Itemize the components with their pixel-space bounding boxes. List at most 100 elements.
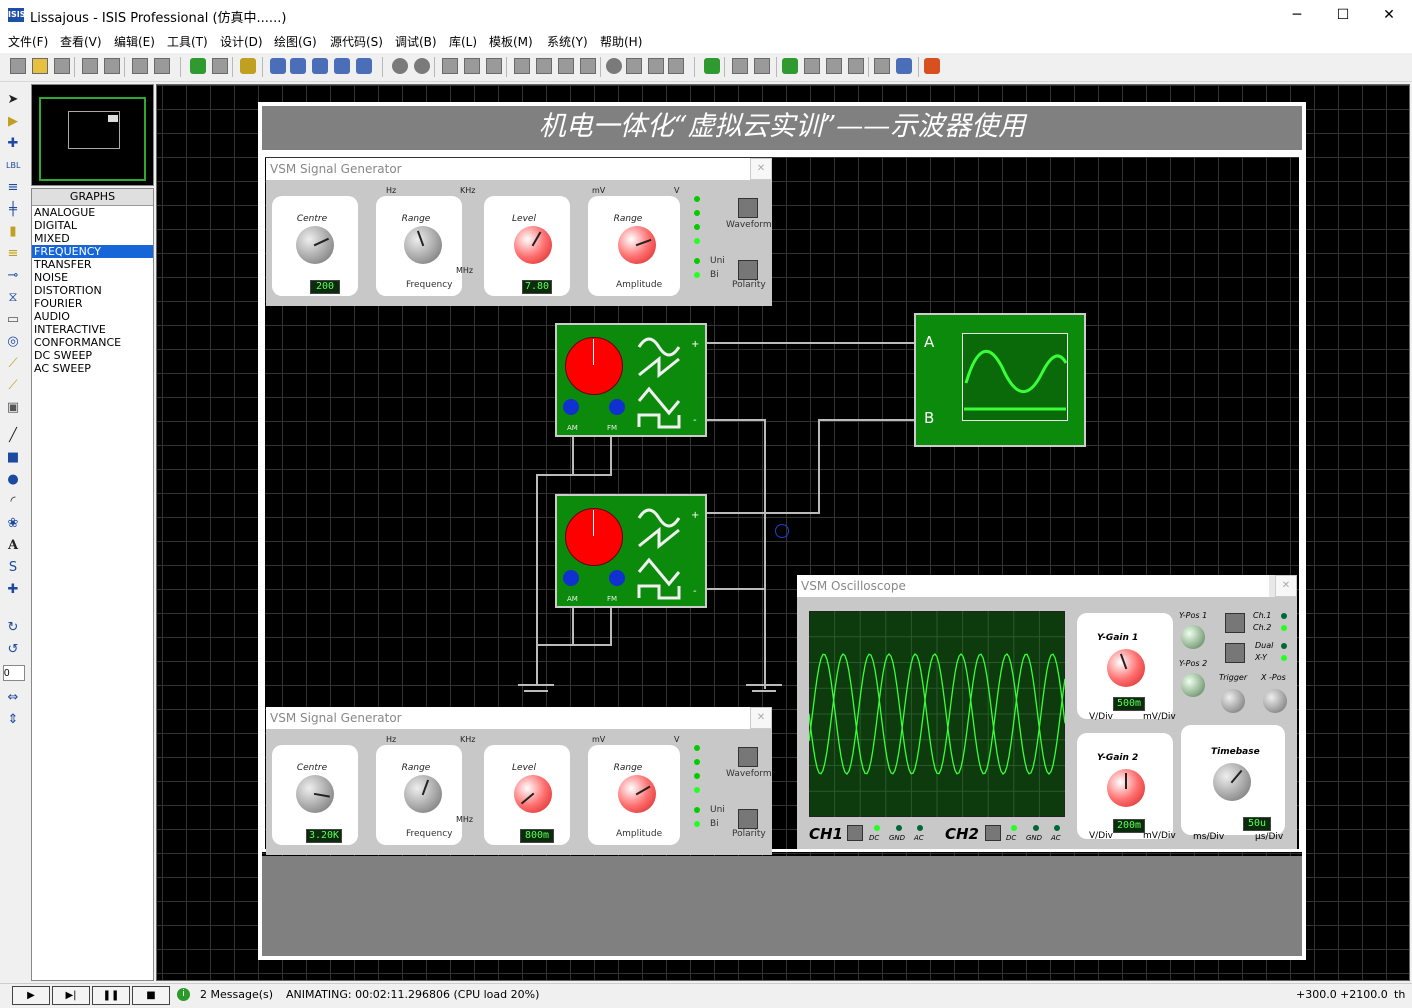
- arc-icon[interactable]: ◜: [10, 494, 16, 509]
- grid-icon[interactable]: [212, 58, 228, 74]
- open-folder-icon[interactable]: [32, 58, 48, 74]
- menu-help[interactable]: 帮助(H): [600, 35, 643, 49]
- osc-ch2-coupling-button[interactable]: [985, 825, 1001, 841]
- decompose-icon[interactable]: [668, 58, 684, 74]
- graph-mode-icon[interactable]: ⧖: [8, 290, 18, 305]
- close-button[interactable]: ✕: [1383, 7, 1395, 23]
- menu-source[interactable]: 源代码(S): [330, 35, 383, 49]
- exit-to-parent-icon[interactable]: [848, 58, 864, 74]
- sg1-level-knob[interactable]: [514, 226, 552, 264]
- sg1-centre-dial[interactable]: Centre 200: [272, 196, 358, 296]
- signal-generator-panel-1[interactable]: VSM Signal Generator ✕ Centre 200 Hz KHz…: [266, 158, 772, 306]
- osc-timebase-knob[interactable]: [1213, 763, 1251, 801]
- bill-of-materials-icon[interactable]: [874, 58, 890, 74]
- osc-close-icon[interactable]: ✕: [1275, 575, 1297, 597]
- redraw-icon[interactable]: [190, 58, 206, 74]
- sg1-close-icon[interactable]: ✕: [750, 158, 772, 180]
- zoom-in-icon[interactable]: [290, 58, 306, 74]
- generator-module-2[interactable]: AM FM + -: [555, 494, 707, 608]
- menu-view[interactable]: 查看(V): [60, 35, 102, 49]
- sg2-close-icon[interactable]: ✕: [750, 707, 772, 729]
- stop-button[interactable]: ■: [132, 986, 170, 1005]
- block-delete-icon[interactable]: [580, 58, 596, 74]
- sg2-centre-knob[interactable]: [296, 775, 334, 813]
- step-button[interactable]: ▶|: [52, 986, 90, 1005]
- device-pin-icon[interactable]: ⊸: [7, 268, 19, 283]
- voltage-probe-icon[interactable]: ⟋: [8, 356, 18, 371]
- import-icon[interactable]: [82, 58, 98, 74]
- remove-sheet-icon[interactable]: [804, 58, 820, 74]
- oscilloscope-panel[interactable]: VSM Oscilloscope ✕ Y-Gain 1 500m V/Div m…: [797, 575, 1297, 849]
- sg2-range-dial[interactable]: Hz KHz Range MHz: [376, 735, 475, 845]
- menu-graph[interactable]: 绘图(G): [274, 35, 317, 49]
- export-icon[interactable]: [104, 58, 120, 74]
- overview-window[interactable]: [31, 84, 154, 186]
- osc-ygain1-knob[interactable]: [1107, 649, 1145, 687]
- gen1-amplitude-knob[interactable]: [565, 337, 623, 395]
- menu-file[interactable]: 文件(F): [8, 35, 49, 49]
- graph-item-dc-sweep[interactable]: DC SWEEP: [34, 349, 93, 362]
- menu-design[interactable]: 设计(D): [220, 35, 263, 49]
- print-area-icon[interactable]: [154, 58, 170, 74]
- graph-item-ac-sweep[interactable]: AC SWEEP: [34, 362, 91, 375]
- osc-ypos2-knob[interactable]: [1181, 673, 1205, 697]
- graph-item-noise[interactable]: NOISE: [34, 271, 69, 284]
- block-rotate-icon[interactable]: [558, 58, 574, 74]
- info-icon[interactable]: i: [177, 988, 190, 1001]
- selection-mode-icon[interactable]: ➤: [7, 92, 19, 107]
- zoom-all-icon[interactable]: [334, 58, 350, 74]
- osc-mode-select-button[interactable]: [1225, 643, 1245, 663]
- origin-icon[interactable]: [240, 58, 256, 74]
- gen2-amplitude-knob[interactable]: [565, 508, 623, 566]
- menu-edit[interactable]: 编辑(E): [114, 35, 155, 49]
- graph-item-audio[interactable]: AUDIO: [34, 310, 70, 323]
- osc-title[interactable]: VSM Oscilloscope: [797, 575, 1269, 597]
- sg2-waveform-button[interactable]: [738, 747, 758, 767]
- graph-item-conformance[interactable]: CONFORMANCE: [34, 336, 122, 349]
- circle-icon[interactable]: ●: [7, 472, 19, 487]
- pick-device-icon[interactable]: [606, 58, 622, 74]
- menu-system[interactable]: 系统(Y): [547, 35, 588, 49]
- sg2-level-knob[interactable]: [514, 775, 552, 813]
- electrical-check-icon[interactable]: [896, 58, 912, 74]
- menu-template[interactable]: 模板(M): [489, 35, 533, 49]
- menu-debug[interactable]: 调试(B): [395, 35, 437, 49]
- sg2-level-dial[interactable]: Level 800m: [484, 745, 570, 845]
- minimize-button[interactable]: ─: [1292, 7, 1302, 23]
- graph-item-analogue[interactable]: ANALOGUE: [34, 206, 96, 219]
- symbol-icon[interactable]: S: [8, 560, 18, 575]
- rotate-clockwise-icon[interactable]: ↻: [7, 620, 19, 635]
- menu-library[interactable]: 库(L): [449, 35, 478, 49]
- graph-item-transfer[interactable]: TRANSFER: [34, 258, 92, 271]
- graph-item-distortion[interactable]: DISTORTION: [34, 284, 102, 297]
- rotation-angle-field[interactable]: [3, 665, 25, 681]
- cut-icon[interactable]: [442, 58, 458, 74]
- terminal-icon[interactable]: ≡: [7, 246, 19, 261]
- block-move-icon[interactable]: [536, 58, 552, 74]
- text-script-icon[interactable]: ≡: [7, 180, 19, 195]
- graph-item-interactive[interactable]: INTERACTIVE: [34, 323, 106, 336]
- sg2-amp-range-knob[interactable]: [618, 775, 656, 813]
- sg2-polarity-button[interactable]: [738, 809, 758, 829]
- sg2-range-knob[interactable]: [404, 775, 442, 813]
- marker-icon[interactable]: ✚: [7, 582, 19, 597]
- line-icon[interactable]: ╱: [9, 428, 17, 443]
- path-icon[interactable]: ❀: [7, 516, 19, 531]
- component-mode-icon[interactable]: ▶: [8, 114, 18, 129]
- oscilloscope-component[interactable]: A B: [914, 313, 1086, 447]
- sg1-polarity-button[interactable]: [738, 260, 758, 280]
- mirror-vertical-icon[interactable]: ⇕: [7, 712, 19, 727]
- ares-icon[interactable]: [924, 58, 940, 74]
- osc-ypos1-knob[interactable]: [1181, 625, 1205, 649]
- redo-icon[interactable]: [414, 58, 430, 74]
- subcircuit-icon[interactable]: ▮: [9, 224, 17, 239]
- zoom-out-icon[interactable]: [312, 58, 328, 74]
- block-copy-icon[interactable]: [514, 58, 530, 74]
- osc-trigger-knob[interactable]: [1221, 689, 1245, 713]
- osc-channel-select-button[interactable]: [1225, 613, 1245, 633]
- sg1-range-knob[interactable]: [404, 226, 442, 264]
- sg1-range-dial[interactable]: Hz KHz Range MHz: [376, 186, 475, 296]
- package-tool-icon[interactable]: [648, 58, 664, 74]
- sg1-waveform-button[interactable]: [738, 198, 758, 218]
- make-device-icon[interactable]: [626, 58, 642, 74]
